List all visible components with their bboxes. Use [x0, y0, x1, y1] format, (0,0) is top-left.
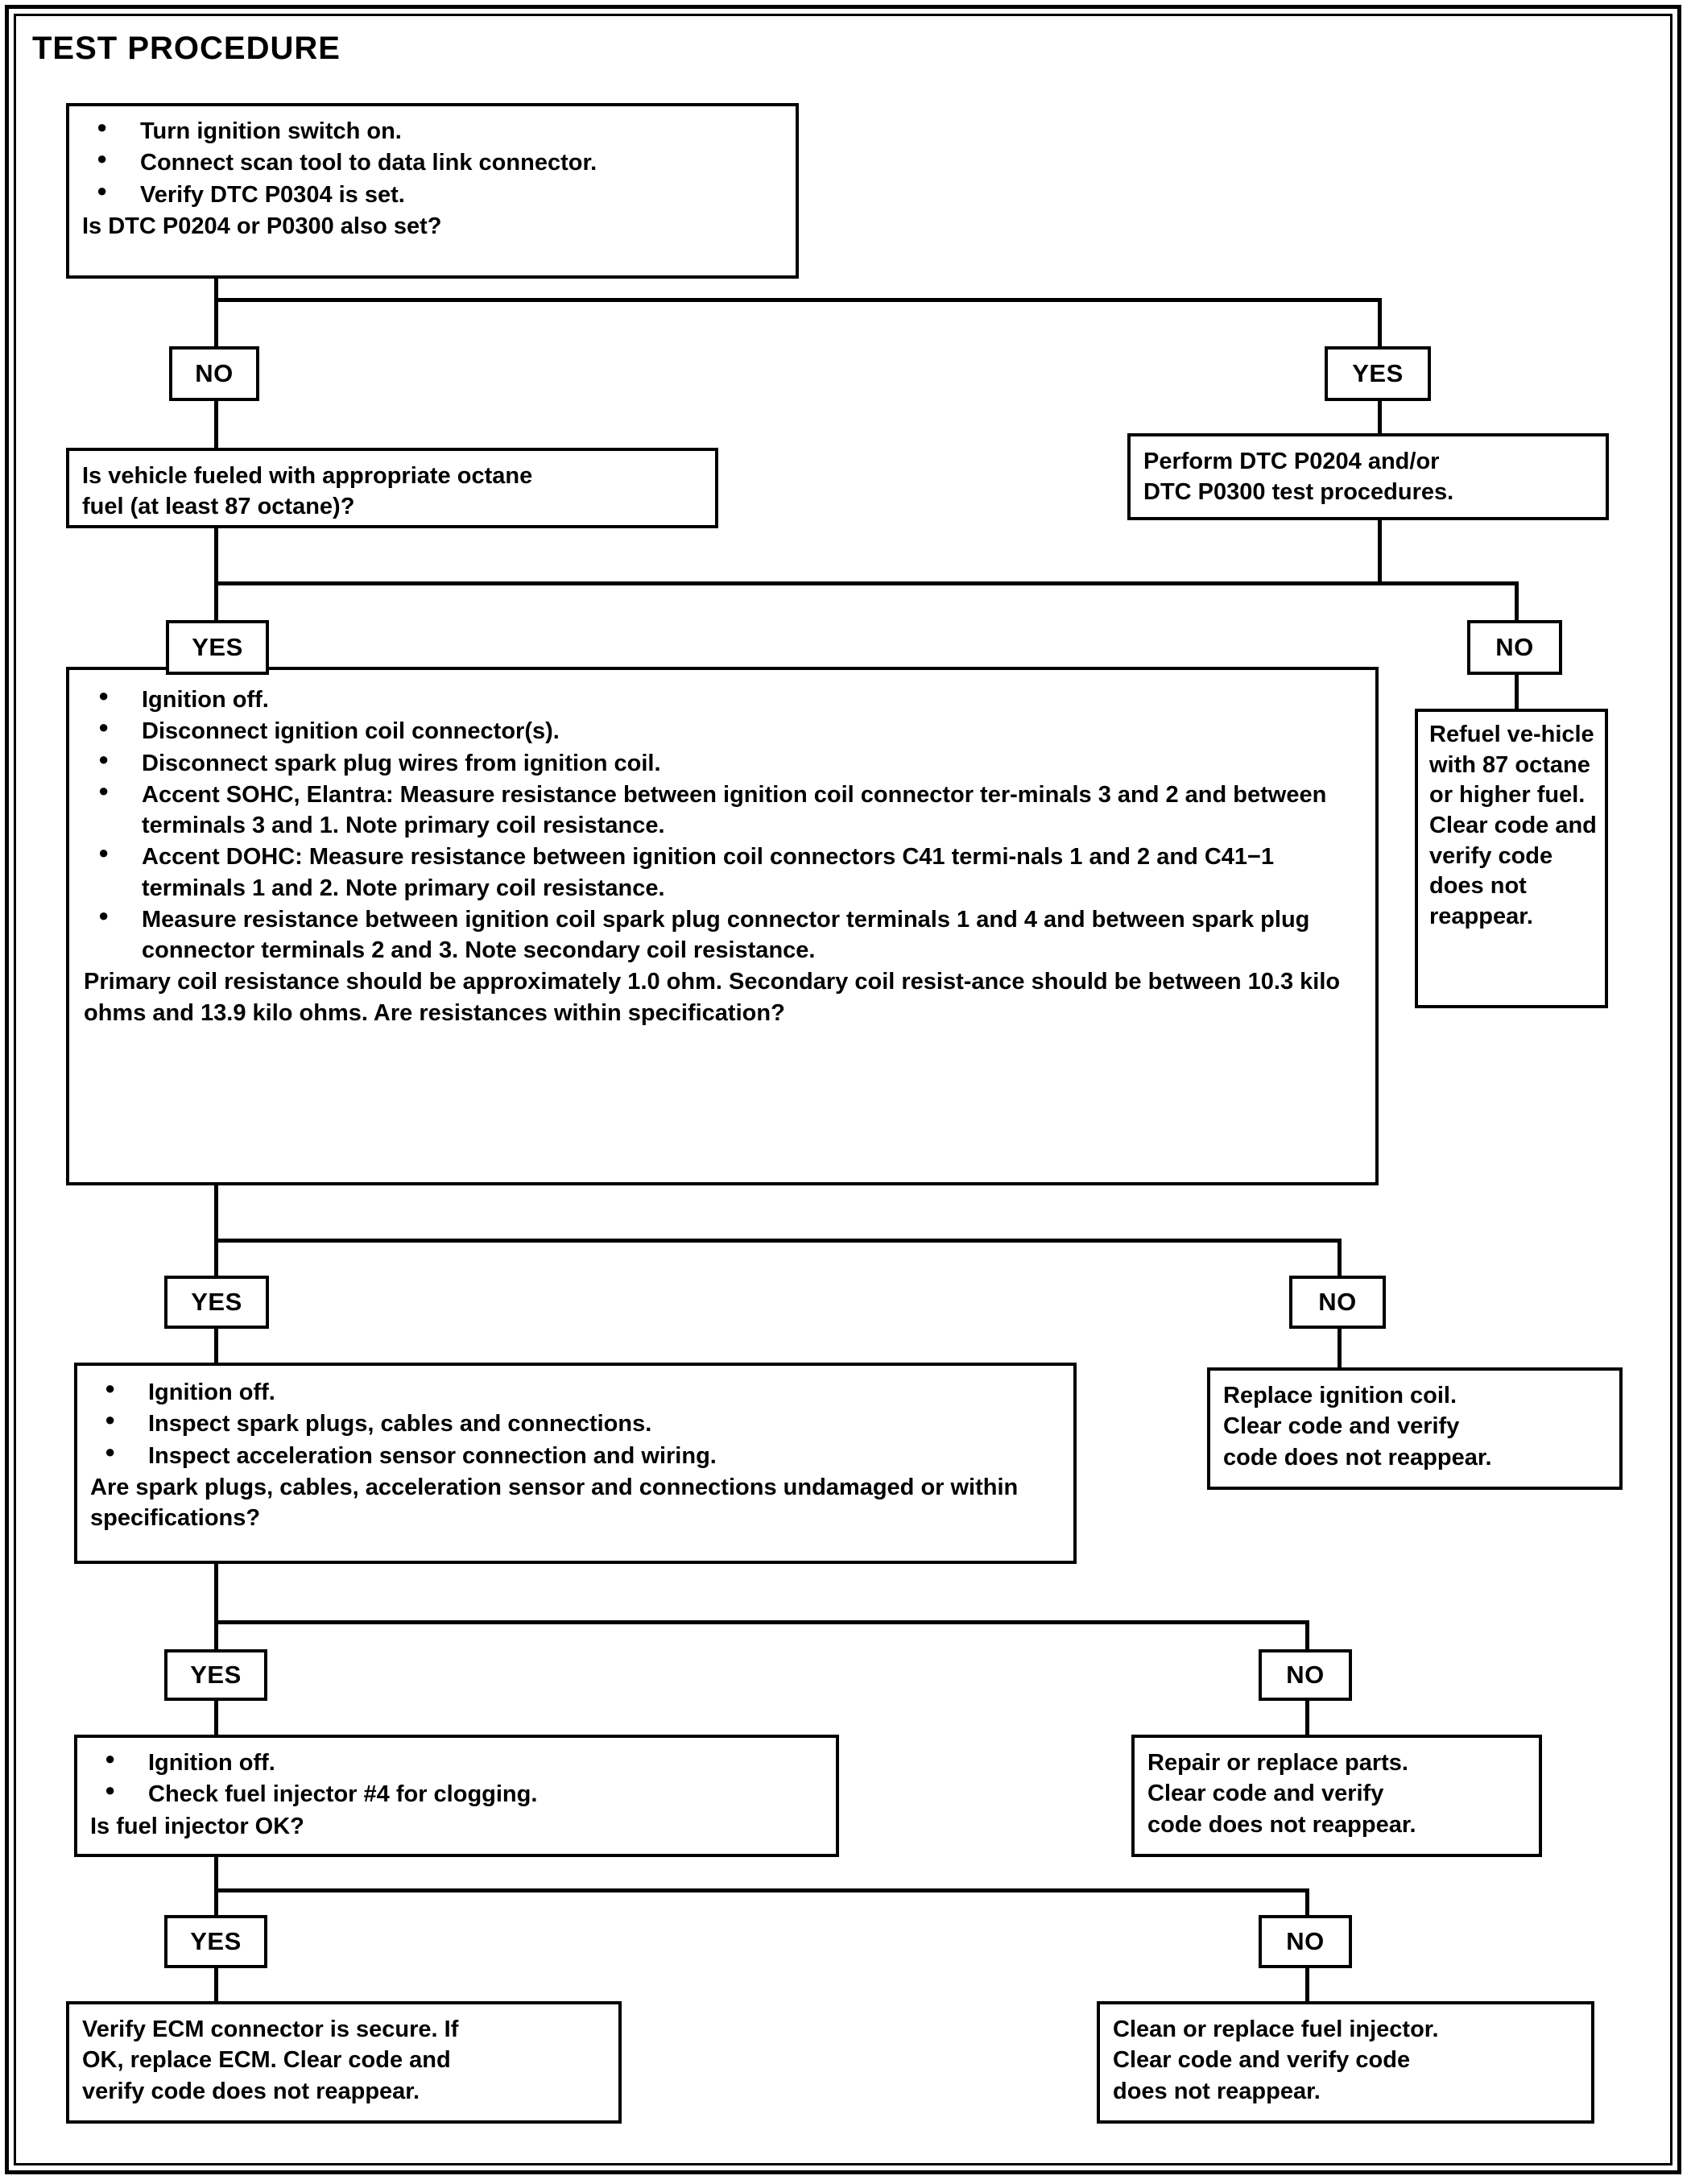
- box-line-3: code does not reappear.: [1223, 1444, 1492, 1470]
- list-item: Disconnect spark plug wires from ignitio…: [84, 747, 1361, 779]
- connector-yes-to-perform: [1378, 400, 1382, 434]
- badge-label: YES: [1352, 359, 1404, 387]
- connector-inspect-split: [214, 1620, 1309, 1624]
- box-question: Primary coil resistance should be approx…: [84, 969, 1341, 1026]
- box-refuel-vehicle: Refuel ve-hicle with 87 octane or higher…: [1415, 709, 1608, 1008]
- connector-inspect-yes-drop: [214, 1620, 218, 1649]
- box-verify-ecm: Verify ECM connector is secure. If OK, r…: [66, 2001, 622, 2124]
- badge-octane-yes: YES: [166, 620, 269, 675]
- box-text: Refuel ve-hicle with 87 octane or higher…: [1429, 722, 1597, 930]
- box-line-3: does not reappear.: [1113, 2078, 1321, 2104]
- badge-start-yes: YES: [1325, 346, 1431, 401]
- connector-resistance-no-drop: [1338, 1239, 1342, 1276]
- box-line-2: Clear code and verify: [1223, 1413, 1460, 1440]
- box-line-2: Clear code and verify code: [1113, 2047, 1411, 2074]
- box-clean-replace-fuel-injector: Clean or replace fuel injector. Clear co…: [1097, 2001, 1594, 2124]
- badge-label: YES: [192, 633, 243, 661]
- connector-start-yes-drop: [1378, 298, 1382, 346]
- box-start-steps: Turn ignition switch on. Connect scan to…: [66, 103, 799, 279]
- box-line-2: fuel (at least 87 octane)?: [82, 494, 355, 520]
- connector-perform-down: [1378, 519, 1382, 584]
- badge-inspect-yes: YES: [164, 1649, 267, 1701]
- list-item: Measure resistance between ignition coil…: [84, 904, 1361, 966]
- connector-octane-no-drop: [1515, 581, 1519, 622]
- box-check-fuel-injector: Ignition off. Check fuel injector #4 for…: [74, 1735, 839, 1857]
- connector-octane-yes-drop: [214, 581, 218, 622]
- badge-resistance-yes: YES: [164, 1276, 269, 1329]
- connector-yes-to-ecm: [214, 1967, 218, 2001]
- connector-injector-split: [214, 1888, 1309, 1892]
- box-replace-ignition-coil: Replace ignition coil. Clear code and ve…: [1207, 1367, 1623, 1490]
- list-item: Ignition off.: [90, 1747, 825, 1778]
- box-question: Are spark plugs, cables, acceleration se…: [90, 1474, 1019, 1532]
- connector-injector-no-drop: [1305, 1888, 1309, 1915]
- box-line-1: Clean or replace fuel injector.: [1113, 2016, 1439, 2042]
- list-item: Inspect spark plugs, cables and connecti…: [90, 1408, 1062, 1439]
- badge-label: NO: [1286, 1661, 1325, 1689]
- badge-start-no: NO: [169, 346, 259, 401]
- connector-octane-split: [214, 581, 1519, 585]
- box-line-1: Is vehicle fueled with appropriate octan…: [82, 463, 533, 489]
- box-question: Is fuel injector OK?: [90, 1813, 304, 1839]
- connector-no-to-repair: [1305, 1701, 1309, 1735]
- box-question: Is DTC P0204 or P0300 also set?: [82, 213, 442, 239]
- list-item: Accent SOHC, Elantra: Measure resistance…: [84, 779, 1361, 842]
- connector-no-to-clean-injector: [1305, 1967, 1309, 2001]
- connector-inspect-down: [214, 1564, 218, 1620]
- badge-label: NO: [1286, 1927, 1325, 1955]
- badge-resistance-no: NO: [1289, 1276, 1386, 1329]
- box-line-1: Verify ECM connector is secure. If: [82, 2016, 459, 2042]
- connector-resistance-split: [214, 1239, 1342, 1243]
- list-item: Connect scan tool to data link connector…: [82, 147, 784, 178]
- list-item: Accent DOHC: Measure resistance between …: [84, 841, 1361, 904]
- connector-injector-down: [214, 1856, 218, 1892]
- box-line-2: OK, replace ECM. Clear code and: [82, 2047, 451, 2074]
- connector-yes-to-injector: [214, 1701, 218, 1735]
- page-title: TEST PROCEDURE: [32, 31, 341, 66]
- connector-start-no-drop: [214, 298, 218, 346]
- box-line-2: DTC P0300 test procedures.: [1143, 479, 1454, 506]
- badge-label: YES: [191, 1288, 242, 1316]
- connector-inspect-no-drop: [1305, 1620, 1309, 1649]
- box-line-1: Perform DTC P0204 and/or: [1143, 449, 1440, 474]
- box-inspect-spark-plugs: Ignition off. Inspect spark plugs, cable…: [74, 1363, 1077, 1564]
- box-perform-dtc: Perform DTC P0204 and/or DTC P0300 test …: [1127, 433, 1609, 520]
- box-line-3: code does not reappear.: [1147, 1811, 1416, 1838]
- box-line-1: Repair or replace parts.: [1147, 1750, 1408, 1776]
- badge-label: NO: [195, 359, 234, 387]
- box-line-2: Clear code and verify: [1147, 1781, 1384, 1807]
- connector-no-to-replace-coil: [1338, 1329, 1342, 1367]
- box-repair-replace-parts: Repair or replace parts. Clear code and …: [1131, 1735, 1542, 1857]
- connector-resistance-yes-drop: [214, 1239, 218, 1276]
- badge-label: YES: [190, 1927, 242, 1955]
- badge-octane-no: NO: [1467, 620, 1562, 675]
- connector-no-to-refuel: [1515, 675, 1519, 709]
- list-item: Ignition off.: [90, 1376, 1062, 1408]
- list-item: Turn ignition switch on.: [82, 115, 784, 147]
- outer-border: [5, 5, 1681, 2174]
- inner-border: [14, 14, 1672, 2165]
- box-resistance-measurement: Ignition off. Disconnect ignition coil c…: [66, 667, 1379, 1185]
- connector-no-to-octane: [214, 400, 218, 449]
- badge-injector-yes: YES: [164, 1915, 267, 1968]
- box-line-3: verify code does not reappear.: [82, 2078, 420, 2104]
- connector-octane-down: [214, 527, 218, 592]
- badge-label: NO: [1495, 633, 1534, 661]
- connector-yes-to-inspect: [214, 1329, 218, 1363]
- connector-injector-yes-drop: [214, 1888, 218, 1915]
- list-item: Check fuel injector #4 for clogging.: [90, 1778, 825, 1810]
- list-item: Ignition off.: [84, 684, 1361, 715]
- badge-inspect-no: NO: [1259, 1649, 1352, 1701]
- connector-start-split: [214, 298, 1382, 302]
- badge-label: NO: [1318, 1288, 1357, 1316]
- box-line-1: Replace ignition coil.: [1223, 1383, 1457, 1408]
- badge-label: YES: [190, 1661, 242, 1689]
- badge-injector-no: NO: [1259, 1915, 1352, 1968]
- box-octane-question: Is vehicle fueled with appropriate octan…: [66, 448, 718, 528]
- list-item: Inspect acceleration sensor connection a…: [90, 1440, 1062, 1471]
- list-item: Verify DTC P0304 is set.: [82, 179, 784, 210]
- list-item: Disconnect ignition coil connector(s).: [84, 715, 1361, 747]
- connector-resistance-down: [214, 1185, 218, 1250]
